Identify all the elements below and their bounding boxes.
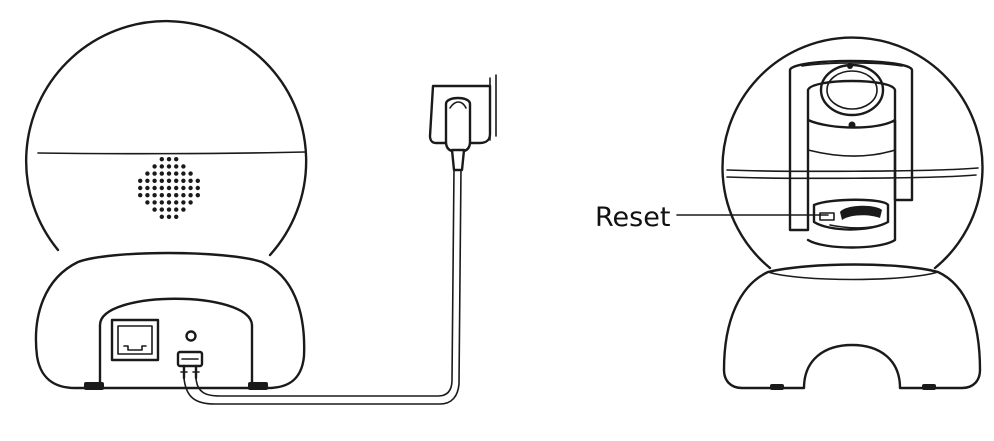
grille-dot (188, 178, 193, 183)
grille-dot (145, 185, 150, 191)
grille-dot (166, 185, 172, 191)
grille-dot (152, 200, 157, 205)
grille-dot (174, 157, 179, 162)
grille-dot (195, 193, 200, 198)
grille-dot (174, 171, 179, 176)
indicator-hole (185, 330, 197, 342)
grille-dot (195, 178, 200, 183)
grille-dot (174, 178, 179, 183)
grille-dot (166, 178, 172, 183)
lens-inner-ring (826, 70, 878, 110)
grille-dot (174, 164, 179, 169)
adapter-plug (444, 96, 472, 154)
grille-dot (174, 207, 179, 212)
grille-dot (159, 214, 164, 219)
grille-dot (145, 178, 150, 183)
speaker-grille (138, 157, 200, 219)
grille-dot (159, 200, 164, 205)
power-adapter (428, 74, 497, 172)
grille-dot (166, 193, 172, 198)
grille-dot (145, 200, 150, 205)
grille-dot (152, 207, 157, 212)
lens-housing (806, 118, 897, 249)
camera-head (24, 19, 308, 257)
grille-dot (166, 200, 172, 205)
grille-dot (138, 193, 143, 198)
grille-dot (188, 171, 193, 176)
lens-cradle (788, 59, 914, 232)
port-panel (98, 297, 254, 390)
grille-dot (138, 185, 143, 191)
grille-dot (159, 178, 164, 183)
grille-dot (145, 171, 150, 176)
grille-dot (181, 164, 186, 169)
reset-slot (812, 198, 890, 231)
grille-dot (166, 164, 172, 169)
power-plug-camera (176, 350, 204, 380)
base-foot-right (248, 382, 268, 390)
reset-label: Reset (595, 202, 670, 233)
reset-callout: Reset (595, 202, 829, 233)
grille-dot (181, 171, 186, 176)
grille-dot (152, 171, 157, 176)
grille-dot (152, 164, 157, 169)
grille-dot (145, 193, 150, 198)
grille-dot (181, 207, 186, 212)
grille-dot (159, 193, 164, 198)
camera-rear-view (24, 19, 308, 390)
camera-head-front (721, 36, 984, 270)
grille-dot (159, 164, 164, 169)
head-seam (37, 151, 306, 155)
grille-dot (166, 207, 172, 212)
grille-dot (159, 171, 164, 176)
camera-base (34, 251, 306, 390)
light-sensor (847, 63, 853, 69)
grille-dot (174, 214, 179, 219)
base-foot-front-left (770, 384, 784, 390)
camera-front-view (721, 36, 984, 390)
grille-dot (174, 193, 179, 198)
grille-dot (166, 214, 172, 219)
grille-dot (181, 200, 186, 205)
grille-dot (174, 185, 179, 191)
lens (819, 63, 885, 117)
power-cable (183, 167, 462, 405)
grille-dot (188, 200, 193, 205)
grille-dot (181, 178, 186, 183)
ethernet-port (110, 318, 160, 362)
status-led (848, 121, 856, 129)
base-foot-left (84, 382, 104, 390)
grille-dot (138, 178, 143, 183)
grille-dot (159, 207, 164, 212)
grille-dot (188, 193, 193, 198)
grille-dot (174, 200, 179, 205)
grille-dot (166, 171, 172, 176)
grille-dot (188, 185, 193, 191)
grille-dot (152, 178, 157, 183)
camera-base-front (722, 263, 982, 390)
grille-dot (159, 185, 164, 191)
grille-dot (166, 157, 172, 162)
grille-dot (195, 185, 200, 191)
grille-dot (181, 185, 186, 191)
grille-dot (152, 193, 157, 198)
grille-dot (152, 185, 157, 191)
base-foot-front-right (922, 384, 936, 390)
grille-dot (159, 157, 164, 162)
grille-dot (181, 193, 186, 198)
